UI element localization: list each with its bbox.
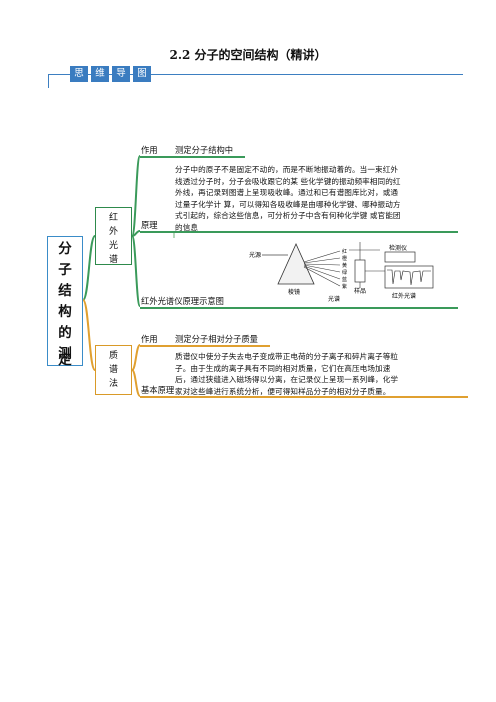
node-infrared: 红 外 光 谱 [95, 207, 132, 265]
node-char: 法 [108, 379, 118, 389]
diagram-label-detector: 检测仪 [389, 244, 407, 252]
text-line: 分子中的原子不是固定不动的，而是不断地振动着的。当一束红外 [175, 165, 399, 174]
diagram-label-sample: 样品 [354, 287, 366, 295]
diagram-label-ir-spectrum: 红外光谱 [392, 292, 416, 300]
band-label: 紫 [342, 284, 347, 290]
node-char: 谱 [108, 365, 118, 375]
root-char: 测 [58, 346, 72, 362]
banner-char-4: 图 [133, 66, 151, 82]
ir-principle-rule [140, 231, 458, 233]
ir-diagram-label: 红外光谱仪原理示意图 [141, 296, 224, 306]
root-topic: 分 子 结 构 的 测 [47, 236, 83, 366]
spectrum-plot-frame [384, 265, 434, 289]
text-line: 线透过分子时，分子会吸收跟它的某 些化学键的振动频率相同的红 [175, 176, 401, 186]
ir-spectrum-trace [387, 269, 431, 286]
text-line: 质谱仪中使分子失去电子变成带正电荷的分子离子和碎片离子等粒 [175, 352, 399, 361]
ms-effect-rule [140, 345, 270, 347]
text-line: 家对这些峰进行系统分析，便可得知样品分子的相对分子质量。 [175, 386, 391, 396]
ir-effect-rule [140, 156, 245, 158]
ms-principle-label: 基本原理 [141, 385, 175, 395]
ir-principle-text: 分子中的原子不是固定不动的，而是不断地振动着的。当一束红外 线透过分子时，分子会… [175, 164, 465, 233]
text-line: 子。由于生成的离子具有不同的相对质量，它们在高压电场加速 [175, 363, 391, 373]
ms-effect-label: 作用 [141, 334, 158, 344]
root-char: 的 [58, 325, 72, 341]
band-label: 黄 [342, 262, 347, 269]
text-line: 过量子化学计 算，可以得知各吸收峰是由哪种化学键、哪种振动方 [175, 199, 401, 209]
root-char: 构 [58, 304, 72, 320]
band-label: 蓝 [342, 276, 347, 283]
banner-rule [48, 74, 463, 75]
ir-diagram-rule [140, 307, 458, 309]
diagram-label-prism: 棱镜 [288, 288, 300, 296]
ir-effect-label: 作用 [141, 145, 158, 155]
text-line: 外线，再记录到图谱上呈现吸收峰。通过和已有谱图库比对，或通 [175, 188, 399, 197]
root-char: 分 [58, 241, 72, 257]
banner-char-1: 思 [70, 66, 88, 82]
node-char: 光 [108, 241, 118, 251]
node-mass-spec: 质 谱 法 [95, 345, 132, 395]
diagram-label-source: 光源 [249, 251, 261, 259]
page-title: 2.2 分子的空间结构（精讲） [169, 48, 327, 62]
banner-char-3: 导 [112, 66, 130, 82]
ms-principle-rule [140, 396, 468, 398]
band-label: 橙 [342, 255, 347, 262]
banner-char-2: 维 [91, 66, 109, 82]
node-char: 红 [108, 213, 118, 223]
text-line: 后，通过狭缝进入磁场得以分离，在记录仪上呈现一系列峰，化学 [175, 375, 399, 384]
ir-spectrometer-diagram: 光源 棱镜 红 橙 黄 绿 蓝 紫 光谱 样品 检测仪 红外光谱 [249, 242, 434, 303]
root-char: 子 [58, 262, 72, 278]
node-char: 外 [108, 227, 118, 237]
text-line: 式引起的，综合这些信息，可分析分子中含有何种化学键 或官能团 [175, 211, 401, 220]
ms-principle-text: 质谱仪中使分子失去电子变成带正电荷的分子离子和碎片离子等粒 子。由于生成的离子具… [175, 351, 467, 397]
node-char: 质 [108, 351, 118, 361]
diagram-label-spectrum: 光谱 [328, 295, 340, 303]
band-label: 绿 [342, 269, 347, 276]
node-char: 谱 [108, 255, 118, 265]
ir-principle-label: 原理 [141, 220, 158, 230]
ir-effect-text: 测定分子结构中 [175, 145, 234, 155]
sample-cell [354, 259, 366, 283]
root-char-last: 定 [58, 352, 72, 368]
detector-box [384, 251, 416, 263]
ms-effect-text: 测定分子相对分子质量 [175, 334, 258, 344]
band-label: 红 [342, 248, 347, 255]
text-line: 的信息 [175, 222, 199, 232]
banner-tick [48, 74, 49, 88]
root-char: 结 [58, 283, 72, 299]
